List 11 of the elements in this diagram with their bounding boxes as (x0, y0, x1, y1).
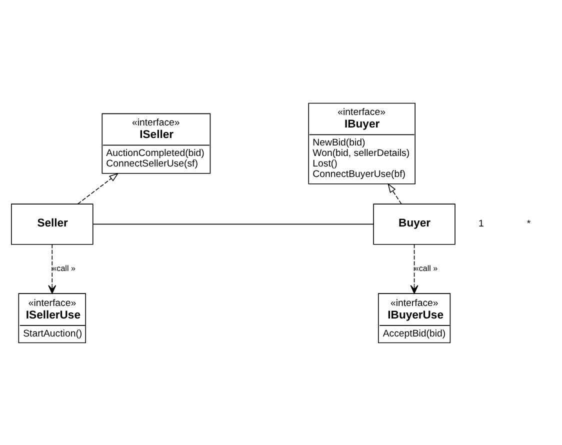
label: 1 (478, 218, 484, 230)
arrow (388, 182, 402, 204)
label: * (526, 218, 531, 230)
arrow (77, 172, 119, 204)
node-box: Buyer (373, 203, 456, 244)
edge-label: «call » (414, 263, 438, 272)
edge-label: «call » (52, 263, 76, 272)
node-box: Seller (11, 203, 94, 244)
arrow (48, 243, 56, 294)
connector (92, 223, 374, 224)
arrow (410, 243, 418, 294)
